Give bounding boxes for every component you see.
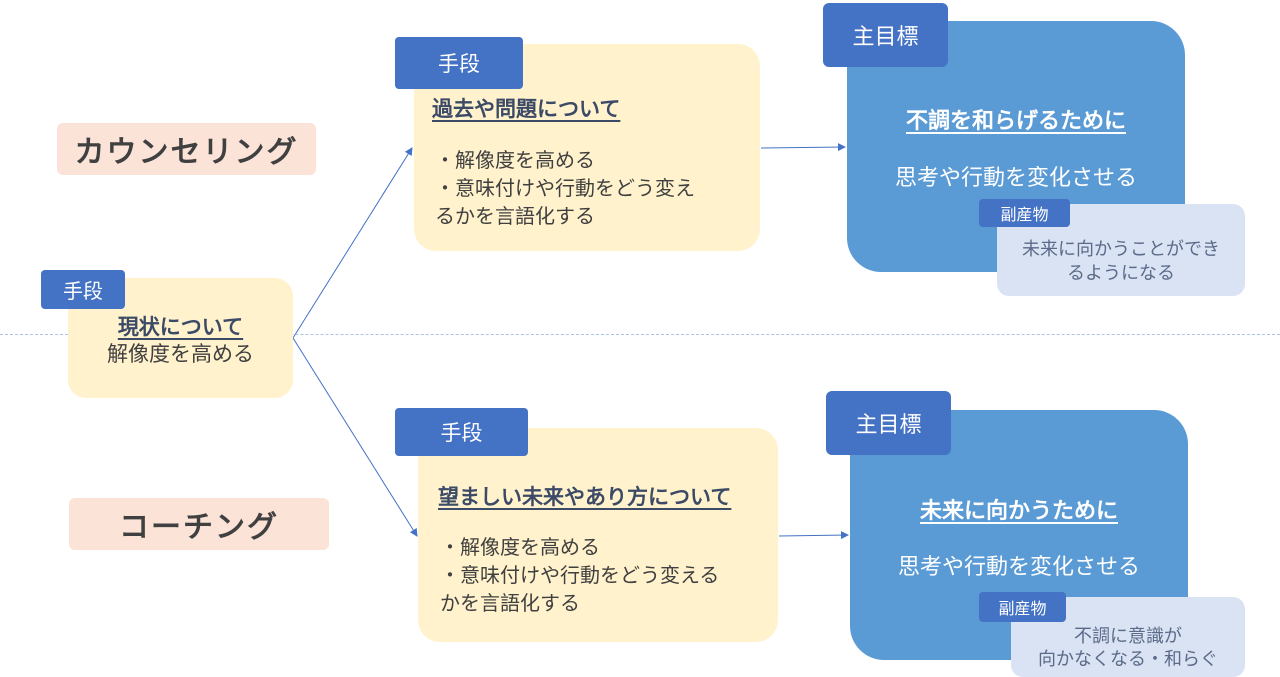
upper-method-tag: 手段 — [395, 37, 523, 89]
upper-byproduct-tag: 副産物 — [979, 199, 1070, 227]
counseling-label: カウンセリング — [57, 123, 316, 175]
upper-method-title: 過去や問題について — [432, 97, 621, 121]
lower-goal-title: 未来に向かうために — [919, 499, 1118, 524]
arrow-to-upper-goal — [760, 143, 846, 152]
lower-byproduct-line-1: 不調に意識が — [1074, 626, 1182, 647]
upper-method-line-3: るかを言語化する — [435, 204, 595, 228]
lower-goal-tag: 主目標 — [826, 391, 951, 455]
lower-byproduct-line-2: 向かなくなる・和らぐ — [1038, 649, 1218, 670]
upper-method-line-2: ・意味付けや行動をどう変え — [435, 176, 695, 200]
arrow-to-lower-method — [292, 337, 418, 537]
current-state-title: 現状について — [117, 315, 244, 339]
upper-byproduct-line-1: 未来に向かうことができ — [1022, 239, 1220, 260]
lower-method-line-1: ・解像度を高める — [440, 535, 600, 559]
lower-method-title: 望ましい未来やあり方について — [438, 485, 732, 509]
upper-method-line-1: ・解像度を高める — [435, 148, 595, 172]
coaching-label: コーチング — [69, 498, 329, 550]
lower-method-line-3: かを言語化する — [440, 591, 580, 615]
lower-method-line-2: ・意味付けや行動をどう変える — [440, 563, 720, 587]
upper-goal-tag: 主目標 — [823, 3, 948, 67]
section-divider — [0, 334, 1280, 335]
lower-method-box — [418, 428, 778, 642]
arrow-to-upper-method — [292, 147, 413, 339]
lower-method-tag: 手段 — [395, 408, 528, 456]
arrow-to-lower-goal — [778, 531, 849, 540]
lower-byproduct-tag: 副産物 — [979, 592, 1066, 622]
lower-goal-text: 思考や行動を変化させる — [897, 555, 1140, 580]
upper-goal-title: 不調を和らげるために — [905, 109, 1126, 134]
current-state-tag: 手段 — [41, 270, 125, 309]
upper-goal-text: 思考や行動を変化させる — [894, 166, 1137, 191]
current-state-text: 解像度を高める — [107, 342, 254, 366]
upper-byproduct-line-2: るようになる — [1067, 263, 1175, 284]
